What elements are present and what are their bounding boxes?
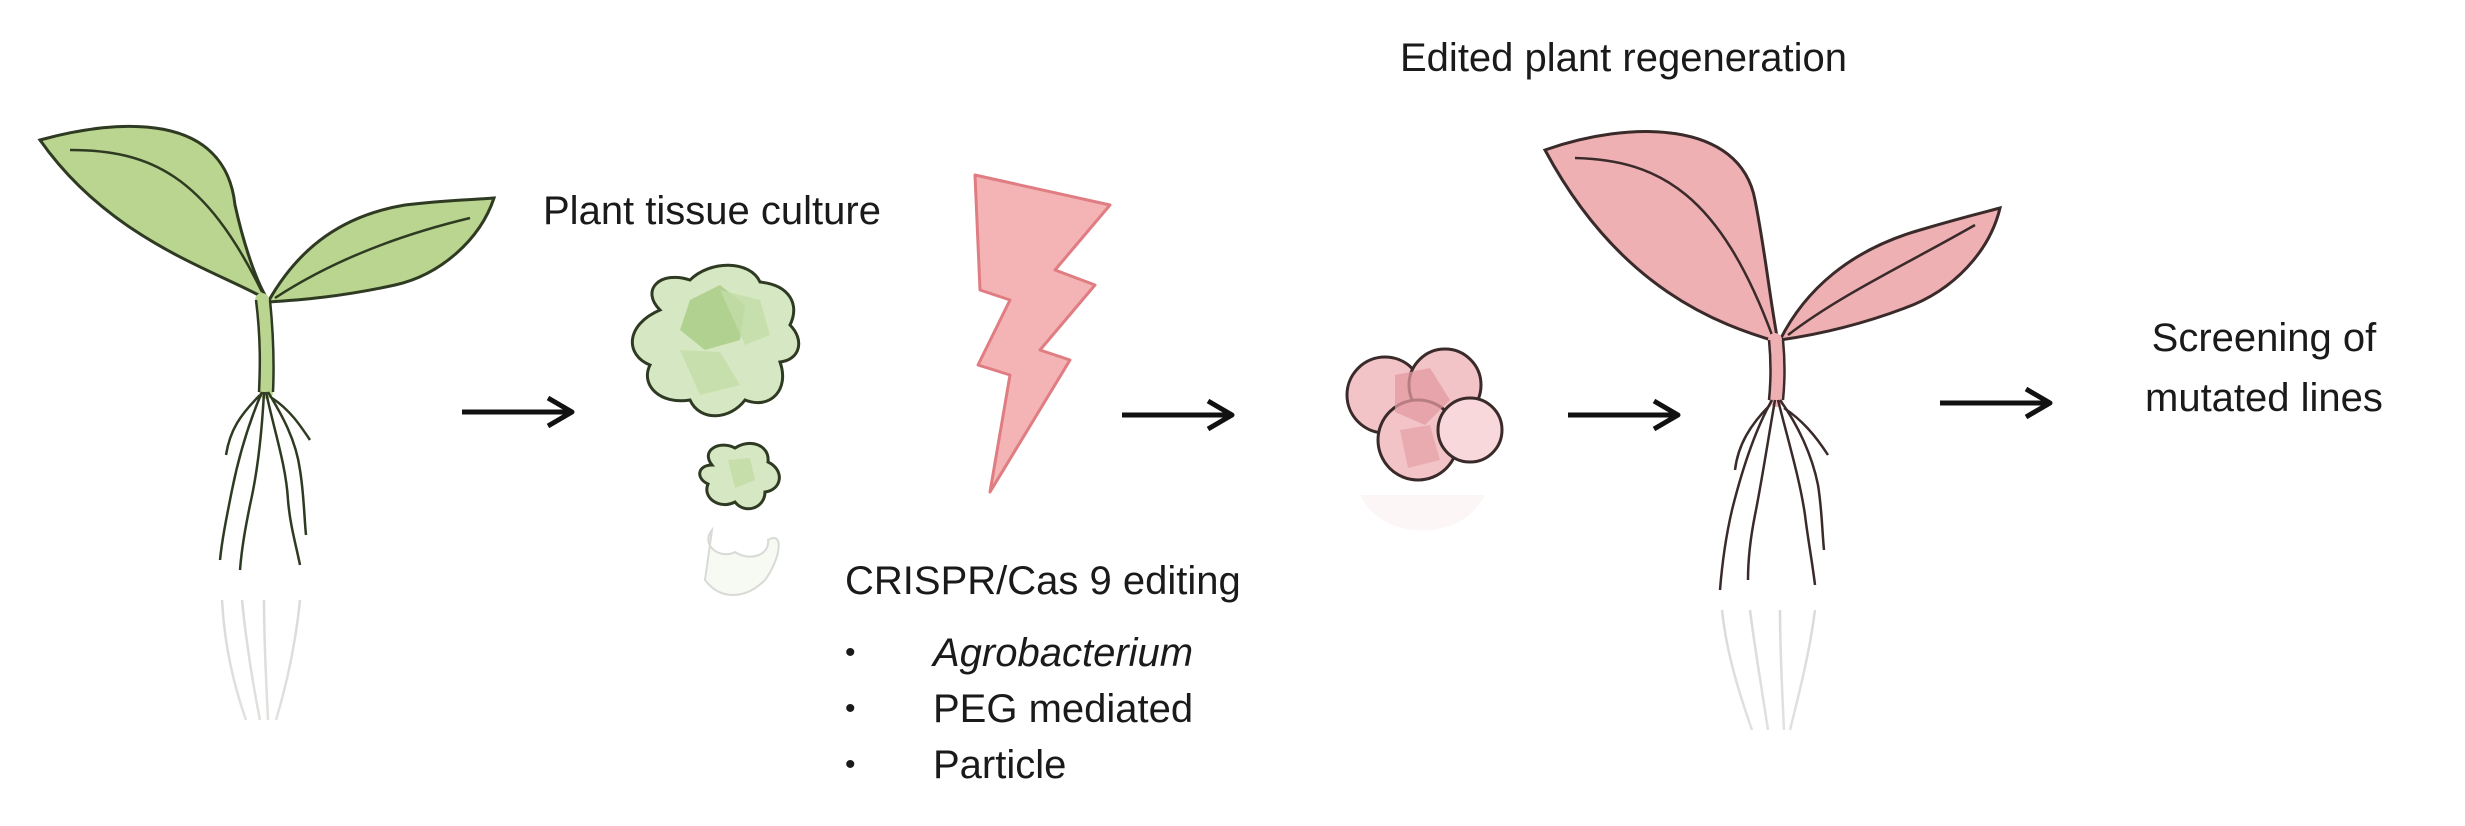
plant-tissue-culture-label: Plant tissue culture — [543, 189, 881, 233]
screening-label-line1: Screening of — [2151, 316, 2377, 360]
bullet-icon: • — [845, 636, 856, 669]
edited-plant-regeneration-label: Edited plant regeneration — [1400, 36, 1847, 80]
arrow-right-icon — [1568, 398, 1681, 432]
green-callus-icon — [631, 263, 801, 596]
pink-callus-icon — [1345, 347, 1504, 531]
green-seedling-right-leaf — [265, 196, 497, 304]
list-item: • Particle — [845, 737, 1193, 793]
arrow-right-icon — [1122, 398, 1235, 432]
arrow-right-icon — [1940, 386, 2053, 420]
bullet-icon: • — [845, 692, 856, 725]
method-peg-mediated: PEG mediated — [933, 687, 1194, 731]
delivery-methods-list: • Agrobacterium • PEG mediated • Particl… — [845, 625, 1193, 793]
method-particle: Particle — [933, 743, 1067, 787]
method-agrobacterium: Agrobacterium — [933, 631, 1194, 675]
list-item: • PEG mediated — [845, 681, 1193, 737]
bullet-icon: • — [845, 748, 856, 781]
crispr-title-label: CRISPR/Cas 9 editing — [845, 559, 1241, 603]
green-seedling-left-leaf — [37, 124, 270, 302]
pink-seedling-right-leaf — [1777, 205, 2003, 342]
screening-label: Screening of mutated lines — [2145, 315, 2383, 421]
green-seedling-icon — [37, 124, 497, 721]
lightning-bolt-icon — [973, 173, 1112, 494]
arrow-right-icon — [462, 395, 575, 429]
list-item: • Agrobacterium — [845, 625, 1193, 681]
screening-label-line2: mutated lines — [2145, 376, 2383, 420]
pink-seedling-left-leaf — [1542, 130, 1780, 345]
